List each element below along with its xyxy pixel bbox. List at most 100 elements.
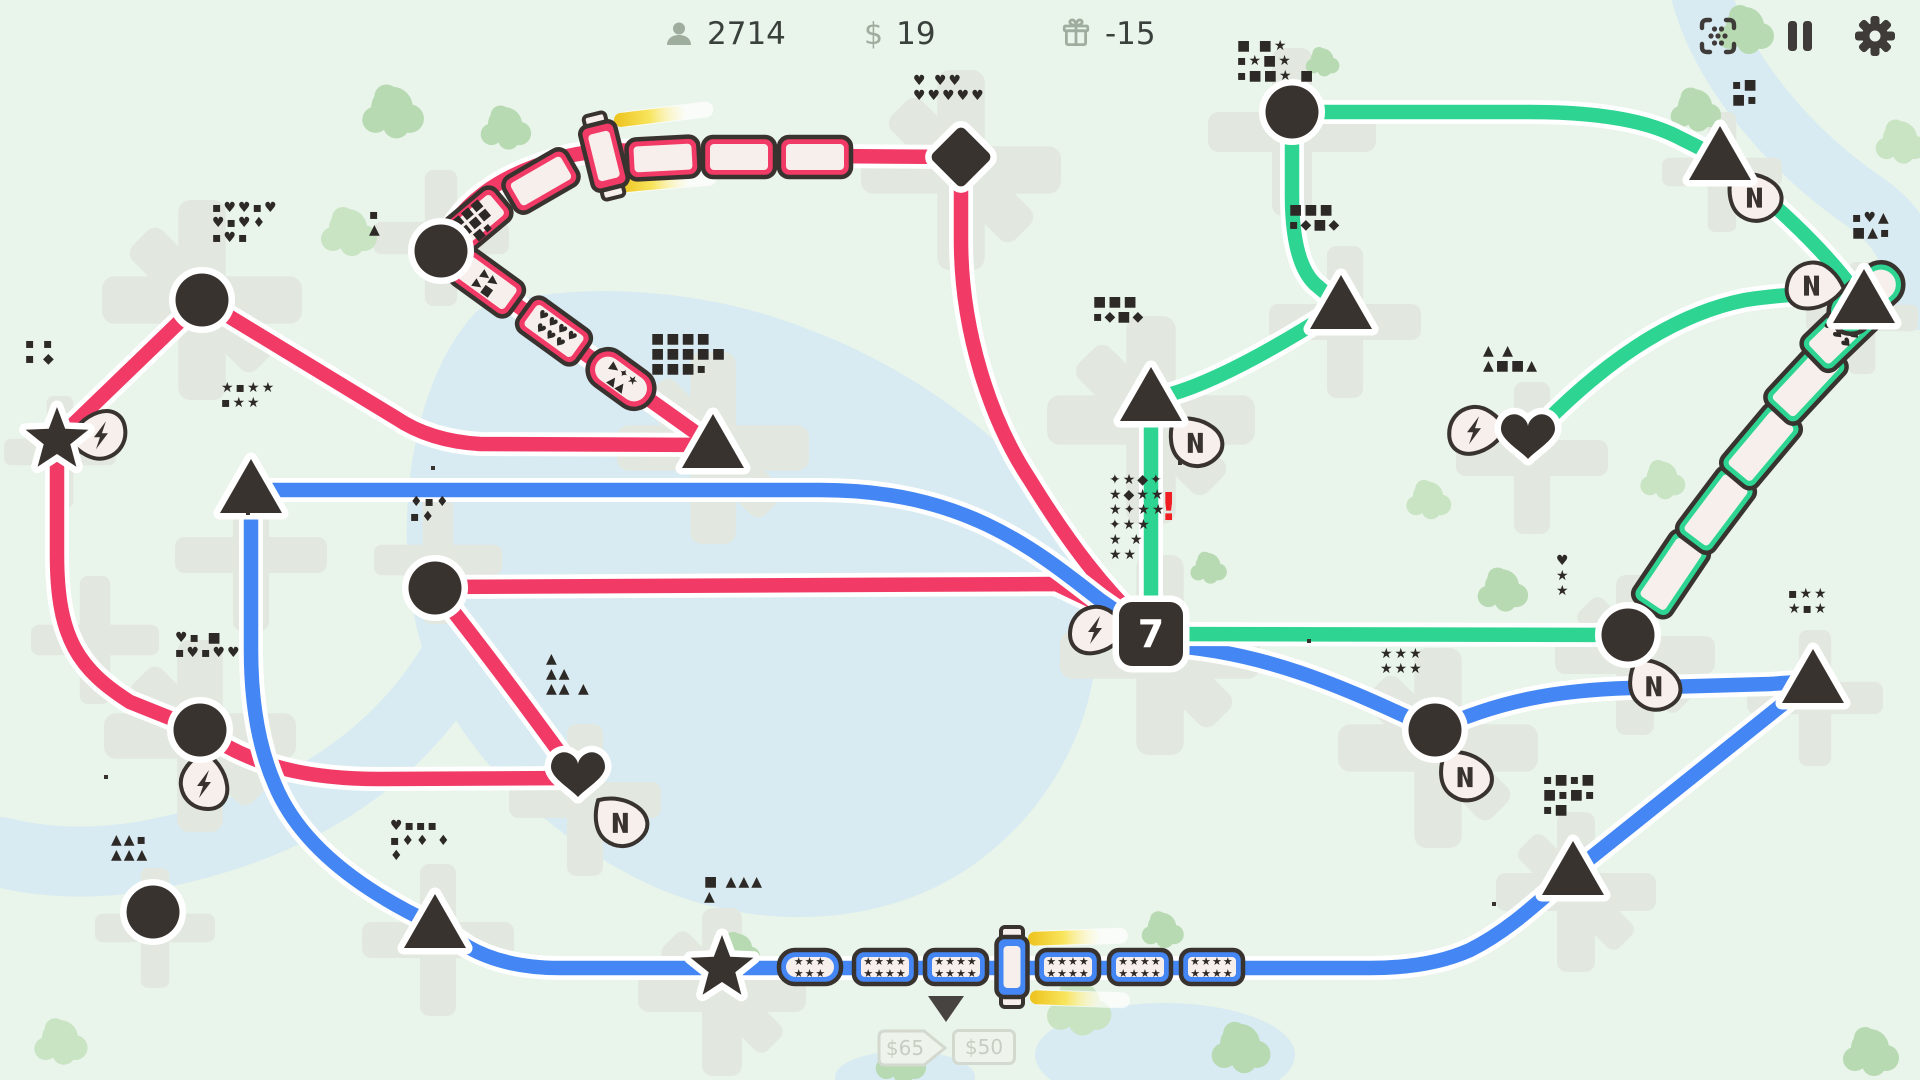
green-line-segment[interactable] <box>1284 104 1716 160</box>
pink-line-segment[interactable] <box>194 292 721 453</box>
tree <box>1211 1021 1271 1074</box>
waiting-passengers: ▲▲▲▲▲ ▲ <box>546 651 591 697</box>
station-circle[interactable]: ♥▪ ■▪♥▪♥♥ <box>167 630 242 812</box>
tree <box>1718 5 1774 54</box>
pink-line-segment[interactable] <box>49 292 210 448</box>
speck <box>1178 461 1182 465</box>
waiting-passengers: ■ ■★▪★■★▪■■★ ■ <box>1237 38 1315 84</box>
pink-train-top-loco[interactable] <box>576 110 632 202</box>
speed-icon <box>1646 676 1662 697</box>
price-tag-65[interactable]: $65 <box>876 1028 948 1068</box>
station-circle[interactable]: ▪▲ <box>369 207 474 284</box>
speed-icon <box>1804 275 1820 296</box>
station-star[interactable]: ■ ▲▲▲▲ <box>684 874 764 1002</box>
station-circle[interactable]: ♦▪♦▪♦ <box>402 494 468 621</box>
station-triangle[interactable]: ♥▪▪▪▪♦♦ ♦♦ <box>390 818 473 955</box>
waiting-passengers: ♦▪♦▪♦ <box>410 494 451 525</box>
blue-train-car[interactable]: ★★★★★★★★ <box>1106 947 1174 987</box>
station-star[interactable]: ▪ ▪▪ ◆ <box>19 336 130 474</box>
pink-train-top-car[interactable] <box>700 134 778 180</box>
price-tag-50-label: $50 <box>964 1035 1004 1059</box>
station-triangle[interactable]: ▪★★★▪★ <box>1775 586 1851 710</box>
station-circle[interactable]: ▲▲▪▲▲▲ <box>111 832 186 945</box>
waiting-passengers: ♥ ♥♥♥♥♥♥♥ <box>913 73 986 104</box>
speed-icon <box>612 812 628 833</box>
waiting-passengers: ✦★◆✦★◆★★★✦★★✦★★★ ★★★ <box>1109 472 1166 563</box>
waiting-passengers: ■■■▪◆■◆ <box>1093 294 1145 325</box>
carriage-passengers: ★★★★★★★★ <box>1118 955 1161 980</box>
pink-train-diagonal-tail[interactable]: ▶✦★▲▲ <box>580 342 662 417</box>
lightning-icon <box>197 770 211 798</box>
station-square7[interactable]: 7✦★◆✦★◆★★★✦★★✦★★★ ★★★ <box>1067 472 1190 673</box>
price-tag-65-label: $65 <box>886 1036 924 1060</box>
settings-button[interactable] <box>1853 14 1897 61</box>
pause-button[interactable] <box>1782 17 1818 58</box>
tree <box>480 105 532 150</box>
blue-train-car[interactable]: ★★★★★★★★ <box>1178 947 1246 987</box>
station-triangle[interactable]: ▪♥▲■▲▪ <box>1784 210 1902 330</box>
station-triangle[interactable]: ■■■▪◆■◆ <box>1289 202 1379 336</box>
blue-line-segment[interactable] <box>243 484 443 933</box>
pink-train-diagonal-car[interactable]: ♥♥♥♥♥♥♥ <box>513 294 595 369</box>
tree <box>321 207 377 256</box>
waiting-passengers: ♥▪▪▪▪♦♦ ♦♦ <box>390 818 452 864</box>
blue-line-segment[interactable] <box>1565 672 1821 880</box>
station-circle[interactable]: ★★★★★★ <box>1380 646 1499 811</box>
station-triangle[interactable]: ▪■■▪ <box>1682 77 1789 232</box>
money-stat: $ 19 <box>864 16 936 52</box>
station-triangle[interactable]: ▪■▪■■▪■▪▪■ <box>1535 772 1611 902</box>
upgrade-badge <box>1628 657 1683 712</box>
green-line-segment[interactable] <box>1150 626 1636 643</box>
station-circle[interactable]: ▪♥♥▪♥♥▪♥♦▪♥▪ <box>169 200 279 333</box>
overcrowding-alert: ! <box>1160 485 1178 529</box>
pink-train-top-car[interactable] <box>624 134 702 182</box>
blue-line-segment[interactable] <box>1152 637 1443 738</box>
blue-train-car[interactable]: ★★★★★★★★ <box>922 947 990 987</box>
stations-layer[interactable]: ▪♥♥▪♥♥▪♥♦▪♥▪ ▪ ▪▪ ◆ ★▪★★▪★★ ♦▪♦▪♦ ♥▪ ■▪♥▪♥♥ ▲… <box>19 38 1902 1002</box>
waiting-passengers: ■■■▪◆■◆ <box>1289 202 1341 233</box>
upgrade-badge <box>1439 749 1494 803</box>
tree <box>1477 567 1529 612</box>
tree <box>1406 480 1452 520</box>
blue-train-car[interactable]: ★★★★★★★★ <box>851 947 919 987</box>
blue-train-head[interactable]: ★★★★★★ <box>776 947 844 987</box>
recenter-button[interactable] <box>1696 14 1740 61</box>
blue-line-segment[interactable] <box>243 482 1154 640</box>
station-heart[interactable]: ▲▲▲▲▲ ▲ <box>544 651 655 857</box>
station-triangle[interactable]: ■■■■■■■■■■■■▪ <box>651 331 751 475</box>
waiting-passengers: ▪♥♥▪♥♥▪♥♦▪♥▪ <box>212 200 279 246</box>
exhaust-flame <box>1029 989 1130 1009</box>
waiting-passengers: ▪■■▪ <box>1732 77 1759 108</box>
waiting-passengers: ▪■▪■■▪■▪▪■ <box>1543 772 1596 818</box>
upgrade-badge <box>1168 416 1225 468</box>
pink-train-top-car[interactable] <box>776 134 854 180</box>
station-diamond[interactable]: ♥ ♥♥♥♥♥♥♥ <box>913 73 997 193</box>
tree <box>1875 119 1920 164</box>
pink-train-top-car[interactable] <box>500 146 582 217</box>
waiting-passengers: ▪★★★▪★ <box>1788 586 1829 617</box>
upgrade-badge <box>593 796 650 848</box>
waiting-passengers: ▪▲ <box>369 207 382 238</box>
speck <box>246 511 250 515</box>
blue-train-car[interactable]: ★★★★★★★★ <box>1034 947 1102 987</box>
money-amount: 19 <box>896 16 936 52</box>
station-triangle[interactable]: ■■■▪◆■◆ <box>1093 294 1230 477</box>
population-count: 2714 <box>707 16 786 52</box>
blue-train-loco[interactable] <box>994 925 1030 1009</box>
station-circle[interactable]: ■ ■★▪★■★▪■■★ ■ <box>1237 38 1325 145</box>
tree <box>1843 1027 1899 1076</box>
station-heart[interactable]: ▲ ▲▲■■▲ <box>1447 343 1562 466</box>
station-triangle[interactable]: ★▪★★▪★★ <box>213 380 289 520</box>
waiting-passengers: ▲▲▪▲▲▲ <box>111 832 149 863</box>
pink-line-segment[interactable] <box>49 432 586 787</box>
station-circle[interactable]: ♥★★ <box>1556 553 1688 720</box>
pink-line-segment[interactable] <box>953 149 1154 636</box>
green-line-segment[interactable] <box>1284 104 1349 314</box>
price-tag-50[interactable]: $50 <box>952 1029 1016 1065</box>
waiting-passengers: ▲ ▲▲■■▲ <box>1483 343 1539 374</box>
gear-icon <box>1855 16 1895 56</box>
tree <box>1640 460 1686 500</box>
waiting-passengers: ★★★★★★ <box>1380 646 1424 677</box>
